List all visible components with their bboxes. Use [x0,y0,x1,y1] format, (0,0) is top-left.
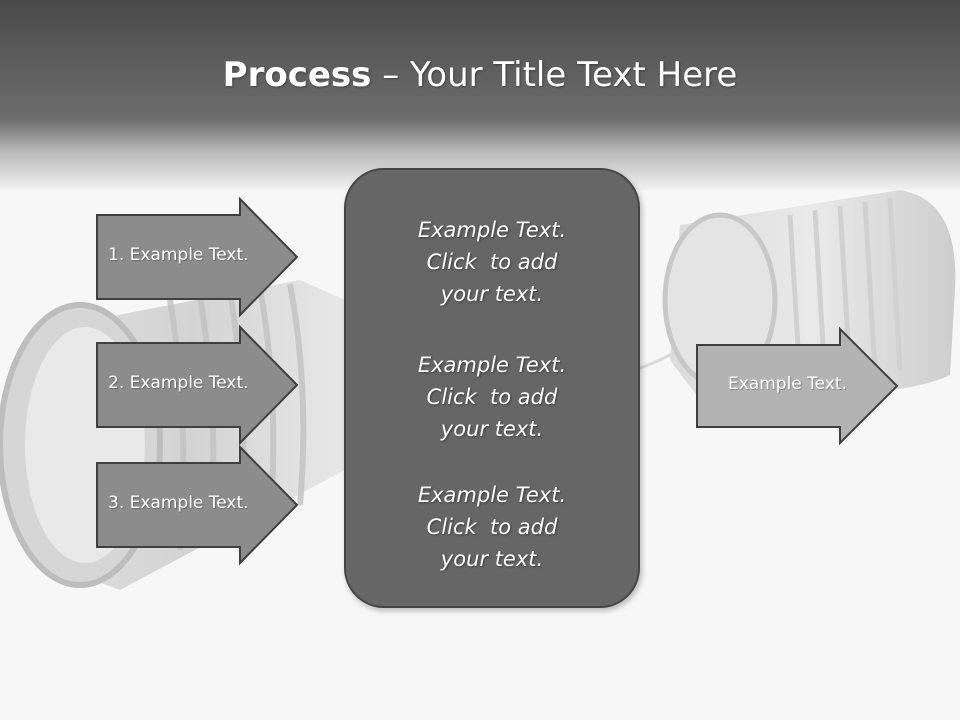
arrow-label: Example Text. [728,374,847,394]
arrow-label: 2. Example Text. [108,373,249,393]
center-text-block-2: Example Text. Click to add your text. [417,353,567,441]
arrow-shape-icon [696,326,899,446]
process-arrow-3[interactable]: 3. Example Text. [96,444,299,566]
center-text-block-1: Example Text. Click to add your text. [417,218,567,306]
arrow-shape-icon [96,444,299,566]
process-arrow-1[interactable]: 1. Example Text. [96,196,299,318]
center-text-box[interactable]: Example Text. Click to add your text. Ex… [344,168,640,608]
output-arrow[interactable]: Example Text. [696,326,899,446]
title-separator: – [371,55,411,95]
title-rest: Your Title Text Here [410,55,738,95]
arrow-label: 3. Example Text. [108,493,249,513]
center-text-block-3: Example Text. Click to add your text. [417,483,567,571]
title-bold: Process [222,55,372,95]
arrow-shape-icon [96,324,299,446]
process-arrow-2[interactable]: 2. Example Text. [96,324,299,446]
title-band [0,0,960,190]
arrow-label: 1. Example Text. [108,245,249,265]
slide-title[interactable]: Process – Your Title Text Here [0,52,960,98]
arrow-shape-icon [96,196,299,318]
